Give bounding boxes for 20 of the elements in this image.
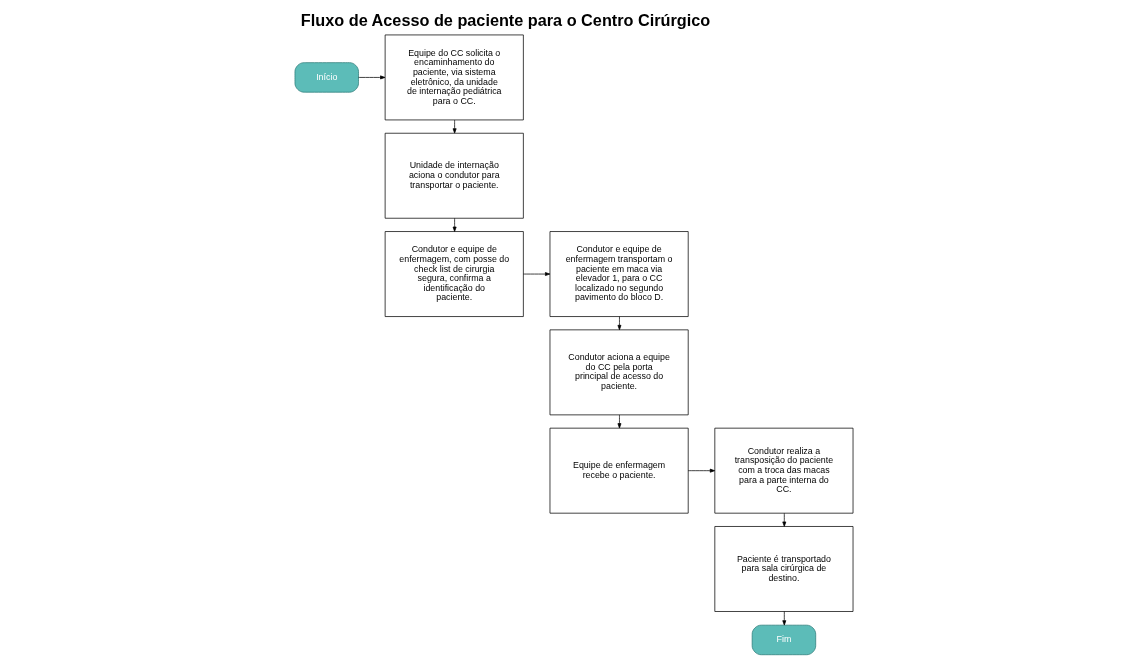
arrow xyxy=(357,75,385,80)
arrow xyxy=(452,119,457,134)
node-box: Condutor aciona a equipe do CC pela porta principal de acesso do paciente. xyxy=(549,329,689,416)
node-box: Condutor e equipe de enfermagem transportam o paciente em maca via elevador 1, para o CC localizado no segundo pavimento do bloco D. xyxy=(549,231,689,317)
arrow xyxy=(452,217,457,232)
arrow xyxy=(617,414,621,429)
node-box: Condutor realiza a transposição do paciente com a troca das macas para a parte interna do CC. xyxy=(713,427,853,514)
arrow xyxy=(687,468,715,473)
arrow xyxy=(522,272,550,276)
node-box: Equipe do CC solicita o encaminhamento do paciente, via sistema eletrônico, da unidade de internação pediátrica para o CC. xyxy=(384,34,524,121)
arrow xyxy=(781,611,786,626)
diagram-title: Fluxo de Acesso de paciente para o Centro Cirúrgico xyxy=(300,11,710,30)
node-box: Paciente é transportado para sala cirúrgica de destino. xyxy=(713,526,853,612)
node-box: Equipe de enfermagem recebe o paciente. xyxy=(549,427,689,514)
arrow xyxy=(781,512,786,527)
node-box: Início xyxy=(294,62,359,93)
node-box: Fim xyxy=(751,624,816,656)
node-box: Condutor e equipe de enfermagem, com posse do check list de cirurgia segura, confirma a identificação do paciente. xyxy=(384,231,524,317)
arrow xyxy=(617,316,621,331)
node-box: Unidade de internação aciona o condutor para transportar o paciente. xyxy=(384,132,524,219)
